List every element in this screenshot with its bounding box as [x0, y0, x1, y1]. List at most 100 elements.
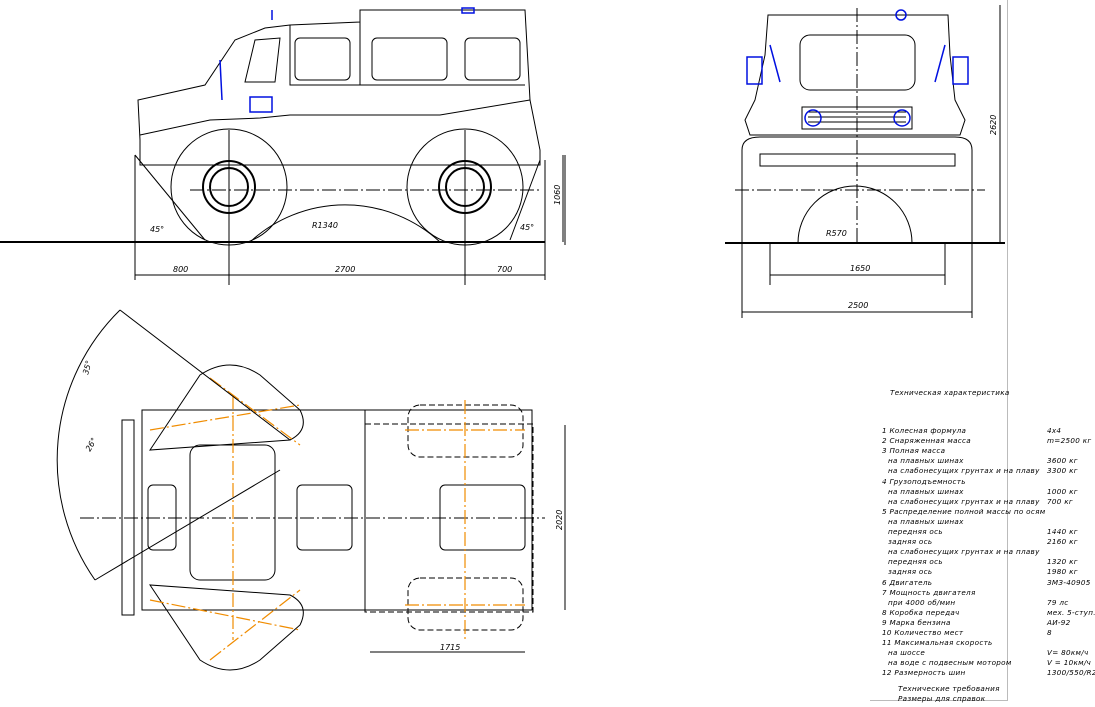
spec-label: на слабонесущих грунтах и на плаву: [888, 547, 1040, 557]
blue-lights: [219, 7, 475, 113]
spec-label: 4 Грузоподъемность: [882, 476, 966, 486]
spec-row: 6 Двигатель ЗМЗ-40905: [882, 577, 1090, 588]
spec-label: 8 Коробка передач: [882, 607, 960, 617]
dim-angle-rear: 45°: [520, 223, 534, 232]
spec-row: на шоссе V= 80км/ч: [882, 648, 1088, 658]
dim-width: 2500: [848, 301, 868, 310]
note-item: Размеры для справок: [898, 694, 986, 703]
body-beltline: [139, 99, 531, 136]
spec-label: задняя ось: [888, 537, 933, 547]
body-panel: [289, 22, 525, 86]
body-outline: [141, 409, 533, 611]
steered-wheel-top: [149, 364, 304, 451]
spec-row: 2 Снаряженная масса m=2500 кг: [882, 436, 1091, 446]
frame-border: [870, 700, 1008, 701]
spec-label: при 4000 об/мин: [888, 597, 956, 607]
spec-label: 11 Максимальная скорость: [882, 638, 993, 648]
spec-value: 1980 кг: [1047, 567, 1078, 577]
side-window: [464, 37, 521, 81]
approach-lines: [134, 154, 541, 241]
spec-label: передняя ось: [888, 527, 943, 536]
dim-length: 1715: [440, 643, 460, 652]
mirror-left: [746, 56, 763, 85]
dim-angle-front: 45°: [150, 225, 164, 234]
spec-value: АИ-92: [1047, 617, 1071, 627]
frame-border: [1007, 0, 1008, 700]
spec-row: 4 Грузоподъемность: [882, 477, 1082, 487]
spec-label: на воде с подвесным мотором: [888, 658, 1012, 668]
steered-wheel-bottom: [149, 584, 304, 671]
spec-label: 10 Количество мест: [882, 628, 964, 637]
dim-track: 1650: [850, 264, 870, 273]
spec-label: 5 Распределение полной массы по осям: [882, 506, 1046, 516]
spec-row: 12 Размерность шин 1300/550/R21: [882, 668, 1095, 678]
dim-height: 1060: [553, 185, 562, 205]
spec-value: 4х4: [1047, 426, 1062, 435]
spec-label: 6 Двигатель: [882, 577, 933, 587]
spec-label: на шоссе: [888, 648, 926, 658]
spec-value: ЗМЗ-40905: [1047, 577, 1091, 587]
side-lights: [769, 44, 946, 83]
spec-label: на слабонесущих грунтах и на плаву: [888, 496, 1040, 506]
spec-value: 1000 кг: [1047, 486, 1078, 496]
notes-title: Технические требования: [898, 684, 1000, 693]
spec-label: задняя ось: [888, 567, 933, 577]
spec-row: 7 Мощность двигателя: [882, 588, 1082, 598]
side-window: [294, 37, 351, 81]
spec-value: V = 10км/ч: [1047, 658, 1092, 668]
turn-angle-lines: [56, 309, 291, 581]
spec-label: передняя ось: [888, 557, 943, 567]
dim-angle-inner: 26°: [84, 436, 99, 453]
spec-row: на воде с подвесным мотором V = 10км/ч: [882, 658, 1091, 668]
side-window: [371, 37, 448, 81]
front-view: 1650 2500 2620 R570: [725, 5, 1005, 318]
spec-label: на слабонесущих грунтах и на плаву: [888, 466, 1040, 476]
dim-wheelbase: 2700: [335, 265, 355, 274]
spec-label: на плавных шинах: [888, 456, 964, 466]
dim-radius: R1340: [312, 221, 338, 230]
extension-lines: [741, 5, 1001, 318]
side-view: 800 2700 700 1060 R1340 45° 45°: [0, 7, 566, 285]
dim-front-overhang: 800: [173, 265, 188, 274]
spec-label: 2 Снаряженная масса: [882, 436, 972, 446]
spec-value: 79 лс: [1047, 597, 1069, 607]
spec-row: 3 Полная масса: [882, 446, 1082, 456]
spec-row: 10 Количество мест 8: [882, 628, 1082, 638]
spec-value: m=2500 кг: [1047, 436, 1092, 446]
spec-row: задняя ось 2160 кг: [882, 537, 1082, 547]
spec-label: 7 Мощность двигателя: [882, 587, 976, 597]
spec-row: на слабонесущих грунтах и на плаву: [882, 547, 1082, 557]
spec-value: 1300/550/R21: [1047, 668, 1095, 678]
spec-value: 8: [1047, 628, 1052, 637]
dim-radius: R570: [826, 229, 847, 238]
spec-row: на плавных шинах 3600 кг: [882, 456, 1082, 466]
spec-row: при 4000 об/мин 79 лс: [882, 598, 1082, 608]
spec-label: 3 Полная масса: [882, 446, 946, 456]
mirror-right: [952, 56, 969, 85]
tires-outline: [741, 136, 973, 243]
spec-value: 3300 кг: [1047, 466, 1078, 476]
headlight-right: [893, 109, 911, 127]
spec-value: 3600 кг: [1047, 456, 1078, 466]
cab-window: [244, 37, 281, 83]
dim-angle-outer: 35°: [81, 359, 93, 375]
top-view: 2020 1715 35° 26°: [56, 309, 566, 671]
dim-rear-overhang: 700: [497, 265, 512, 274]
spec-row: задняя ось 1980 кг: [882, 567, 1082, 577]
spec-value: V= 80км/ч: [1047, 648, 1089, 658]
body-outline: [137, 9, 541, 166]
spec-value: 2160 кг: [1047, 537, 1078, 547]
beacon: [895, 9, 907, 21]
spec-value: 700 кг: [1047, 496, 1073, 506]
radius-arc: [797, 185, 913, 244]
dim-height: 2620: [989, 115, 998, 135]
spec-row: на слабонесущих грунтах и на плаву 700 кг: [882, 497, 1082, 507]
spec-label: 12 Размерность шин: [882, 668, 966, 678]
extension-lines: [134, 130, 566, 285]
spec-value: 1320 кг: [1047, 557, 1078, 567]
